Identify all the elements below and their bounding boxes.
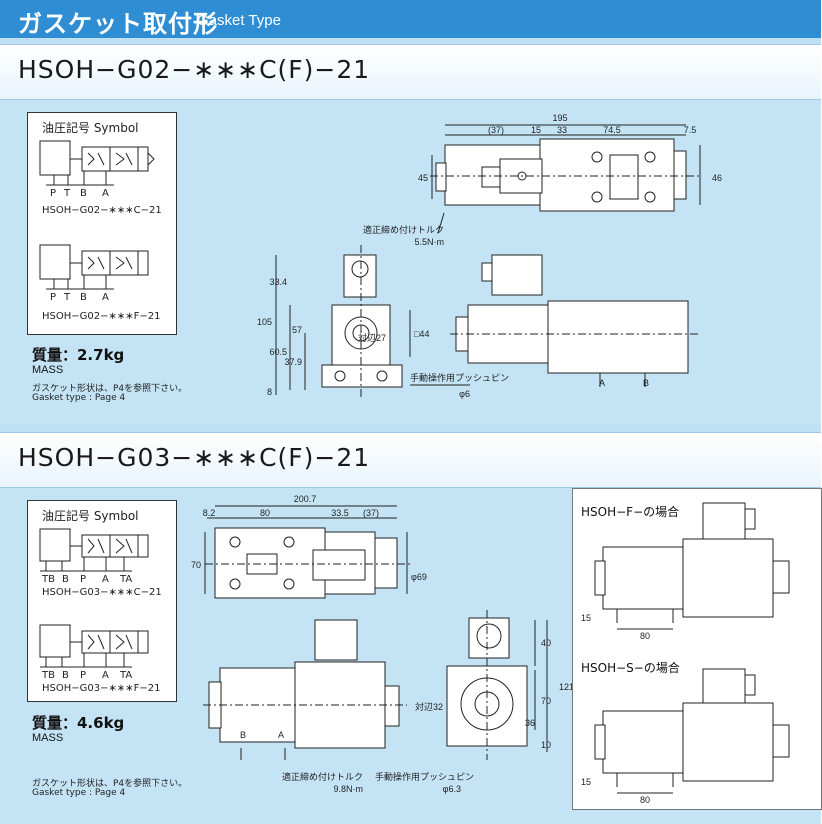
- case-s-label: HSOH−S−の場合: [581, 661, 680, 675]
- port-tb: TB: [42, 574, 55, 585]
- port-ta-2: TA: [120, 670, 133, 681]
- port-a-2: A: [102, 292, 109, 303]
- header-title-en: Gasket Type: [197, 12, 281, 29]
- dim-37: (37): [488, 125, 504, 135]
- dim-37-g03: (37): [363, 508, 379, 518]
- symbol-diagram-g03: [39, 528, 149, 668]
- case-s-dim-80: 80: [640, 795, 650, 805]
- port-p-g03-2: P: [80, 670, 87, 681]
- dim-10: 10: [541, 740, 551, 750]
- mass-label-en-g03: MASS: [32, 732, 64, 744]
- mass-label-en: MASS: [32, 364, 64, 376]
- symbol-model-c: HSOH−G02−∗∗∗C−21: [42, 205, 162, 216]
- port-t: T: [64, 188, 71, 199]
- port-p-g03: P: [80, 574, 87, 585]
- port-b-g03-2: B: [62, 670, 69, 681]
- dim-33: 33: [557, 125, 567, 135]
- dim-across-27: 対辺27: [358, 332, 386, 343]
- panel-g03: 油圧記号 Symbol: [0, 488, 822, 824]
- dim-121: 121: [559, 682, 574, 692]
- torque-label: 適正締め付けトルク: [363, 224, 444, 235]
- dim-80: 80: [260, 508, 270, 518]
- gasket-note-en: Gasket type : Page 4: [32, 393, 126, 403]
- header-title-jp: ガスケット取付形: [18, 10, 218, 38]
- port-t-2: T: [64, 292, 71, 303]
- symbol-model-c-g03: HSOH−G03−∗∗∗C−21: [42, 587, 162, 598]
- port-p-2: P: [50, 292, 57, 303]
- dim-70-top: 70: [191, 560, 201, 570]
- gasket-note-jp-g03: ガスケット形状は、P4を参照下さい。: [32, 779, 188, 789]
- symbol-model-f: HSOH−G02−∗∗∗F−21: [42, 311, 161, 322]
- port-a-label-g03: A: [278, 730, 284, 740]
- dim-200-7: 200.7: [294, 494, 317, 504]
- symbol-diagram-g02: [39, 140, 155, 290]
- dim-195: 195: [552, 113, 567, 123]
- symbol-title: 油圧記号 Symbol: [42, 121, 139, 135]
- port-a: A: [102, 188, 109, 199]
- panel-g02: 油圧記号 Symbol: [0, 100, 821, 425]
- model-name-g02: HSOH−G02−∗∗∗C(F)−21: [18, 55, 371, 84]
- dim-45: 45: [418, 173, 428, 183]
- manual-pin-value-g03: φ6.3: [443, 784, 461, 794]
- dim-60-5: 60.5: [269, 347, 287, 357]
- port-ta: TA: [120, 574, 133, 585]
- page-header: ガスケット取付形 Gasket Type: [0, 0, 821, 38]
- case-drawings: 15 80 15 80: [581, 502, 790, 805]
- manual-pin-label: 手動操作用プッシュピン: [410, 372, 509, 383]
- torque-value: 5.5N·m: [414, 237, 444, 247]
- dim-57: 57: [292, 325, 302, 335]
- valve-drawing-g02: 195 (37) 15 33 74.5 7.5 45 46 105 33.4 6…: [257, 113, 722, 400]
- model-name-g03: HSOH−G03−∗∗∗C(F)−21: [18, 443, 371, 472]
- torque-value-g03: 9.8N·m: [333, 784, 363, 794]
- model-bar-g02: HSOH−G02−∗∗∗C(F)−21: [0, 44, 821, 100]
- port-b-label: B: [643, 378, 649, 388]
- dim-15: 15: [531, 125, 541, 135]
- dim-33-4: 33.4: [269, 277, 287, 287]
- port-a-label: A: [599, 378, 605, 388]
- symbol-title-g03: 油圧記号 Symbol: [42, 509, 139, 523]
- dim-8-2: 8.2: [203, 508, 216, 518]
- symbol-box-g03: 油圧記号 Symbol: [27, 500, 177, 702]
- port-b-g03: B: [62, 574, 69, 585]
- case-f-dim-80: 80: [640, 631, 650, 641]
- dim-phi-69: φ69: [411, 572, 427, 582]
- model-bar-g03: HSOH−G03−∗∗∗C(F)−21: [0, 432, 821, 488]
- manual-pin-label-g03: 手動操作用プッシュピン: [375, 771, 474, 782]
- port-a-g03-2: A: [102, 670, 109, 681]
- port-b-label-g03: B: [240, 730, 246, 740]
- dim-46: 46: [712, 173, 722, 183]
- dim-7-5: 7.5: [684, 125, 697, 135]
- gasket-note-en-g03: Gasket type : Page 4: [32, 788, 126, 798]
- symbol-model-f-g03: HSOH−G03−∗∗∗F−21: [42, 683, 161, 694]
- symbol-box-g02: 油圧記号 Symbol: [27, 112, 177, 335]
- gasket-note-jp: ガスケット形状は、P4を参照下さい。: [32, 384, 188, 394]
- valve-drawing-g03: 200.7 8.2 80 33.5 (37) 70 φ69 121 40 70 …: [191, 494, 574, 794]
- dim-across-32: 対辺32: [415, 701, 443, 712]
- mass-value-g03: 質量：4.6kg: [32, 714, 125, 732]
- port-a-g03: A: [102, 574, 109, 585]
- port-b: B: [80, 188, 87, 199]
- mass-value: 質量：2.7kg: [32, 346, 125, 364]
- dim-40: 40: [541, 638, 551, 648]
- case-f-label: HSOH−F−の場合: [581, 505, 680, 519]
- dim-37-9: 37.9: [284, 357, 302, 367]
- manual-pin-value: φ6: [459, 389, 470, 399]
- port-p: P: [50, 188, 57, 199]
- dim-8: 8: [267, 387, 272, 397]
- dim-33-5: 33.5: [331, 508, 349, 518]
- torque-label-g03: 適正締め付けトルク: [282, 771, 363, 782]
- dim-36: 36: [525, 718, 535, 728]
- dim-sq-44: □44: [414, 329, 429, 339]
- case-box: HSOH−F−の場合 HSOH−S−の場合: [572, 488, 822, 810]
- port-tb-2: TB: [42, 670, 55, 681]
- case-s-dim-15: 15: [581, 777, 591, 787]
- dim-74-5: 74.5: [603, 125, 621, 135]
- case-f-dim-15: 15: [581, 613, 591, 623]
- dim-105: 105: [257, 317, 272, 327]
- dim-70-side: 70: [541, 696, 551, 706]
- port-b-2: B: [80, 292, 87, 303]
